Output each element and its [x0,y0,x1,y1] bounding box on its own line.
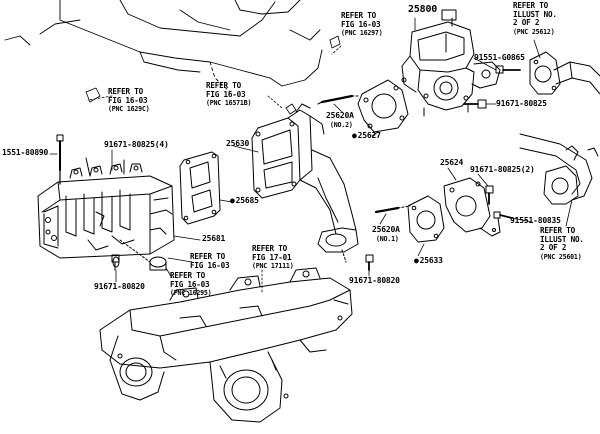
label-91671-80825-top: 91671-80825 [496,99,547,108]
label-91551-80835: 91551-80835 [510,216,561,225]
ref-line1: REFER TO [108,87,143,96]
ref-line1: REFER TO [252,244,287,253]
ref-illust-top: REFER TO ILLUST NO. 2 OF 2 (PNC 25612) [513,1,557,36]
ref-line1: REFER TO [190,252,225,261]
label-91671-80825-4: 91671-80825(4) [104,140,169,149]
egr-valve-25800 [402,10,500,116]
ref-line2: FIG 16-03 [190,260,230,270]
stud-25620a-no1 [376,206,410,212]
label-qualifier-no2: (NO.2) [330,121,353,129]
ref-pnc: (PNC 25601) [540,252,582,261]
ref-pnc: (PNC 25612) [513,27,555,36]
stud-25620a-no2 [318,96,360,104]
ref-line1: REFER TO [513,1,548,10]
bolt-91551-g0865 [496,66,520,73]
gasket-25627 [358,80,408,132]
ref-pnc: (PNC 16297) [341,29,383,38]
label-25633: 25633 [414,256,443,265]
ref-fig-16-03-a: REFER TO FIG 16-03 [190,252,230,270]
leader-lines [50,18,572,292]
pipe-right-lower [520,134,598,204]
bracket-25624 [444,178,500,236]
label-91671-80820-mid: 91671-80820 [349,276,400,285]
gasket-25685 [180,152,220,224]
ref-line2: FIG 16-03 [170,279,210,289]
label-25681: 25681 [202,234,226,243]
label-91551-g0865: 91551-G0865 [474,53,525,62]
ref-line1: REFER TO [540,226,575,235]
ref-fig-16-03-b: REFER TO FIG 16-03 (PNC 16295) [170,271,212,298]
ref-line2: FIG 16-03 [108,95,148,105]
pipe-flange-top-right [530,52,600,94]
ref-pnc: (PNC 16571B) [206,99,252,108]
ref-line2: ILLUST NO. [540,234,584,244]
intake-manifold [100,268,352,422]
label-25627: 25627 [352,131,381,140]
ref-illust-right: REFER TO ILLUST NO. 2 OF 2 (PNC 25601) [540,226,584,261]
ref-fig-16-03-mid: REFER TO FIG 16-03 (PNC 16571B) [206,81,252,108]
ref-pnc: (PNC 1629C) [108,105,150,114]
ref-pnc: (PNC 16295) [170,289,212,298]
gasket-25633 [408,196,444,242]
ref-line2: ILLUST NO. [513,9,557,19]
label-25624: 25624 [440,158,464,167]
ref-line2: FIG 16-03 [341,19,381,29]
hose-clamps-left [112,240,166,270]
ref-fig-17-01: REFER TO FIG 17-01 (PNC 17111) [252,244,294,271]
label-91671-80825-2: 91671-80825(2) [470,165,535,174]
label-25685: 25685 [230,196,259,205]
ref-line1: REFER TO [206,81,241,90]
bolt-91671-80825-2 [486,186,512,218]
ref-pnc: (PNC 17111) [252,262,294,271]
label-25620a-no2: 25620A [326,111,354,120]
ref-line2: FIG 16-03 [206,89,246,99]
egr-cooler-25681 [38,135,174,258]
label-25800: 25800 [408,4,438,15]
label-91671-80820-left: 91671-80820 [94,282,145,291]
ref-line1: REFER TO [170,271,205,280]
ref-fig-16-03-top: REFER TO FIG 16-03 (PNC 16297) [341,11,383,38]
ref-line2: FIG 17-01 [252,252,292,262]
ref-line3: 2 OF 2 [540,243,567,253]
ref-fig-16-03-left: REFER TO FIG 16-03 (PNC 1629C) [108,87,150,114]
engine-block-outline [5,0,322,92]
bolt-91671-80825-top [464,100,486,108]
ref-line1: REFER TO [341,11,376,20]
label-25620a-no1: 25620A [372,225,400,234]
label-qualifier-no1: (NO.1) [376,235,399,243]
egr-pipe-25630 [252,104,358,262]
label-25630: 25630 [226,139,250,148]
bolt-91671-80820-mid [366,255,373,270]
label-1551-80890: 1551-80890 [2,148,49,157]
ref-line3: 2 OF 2 [513,18,540,28]
